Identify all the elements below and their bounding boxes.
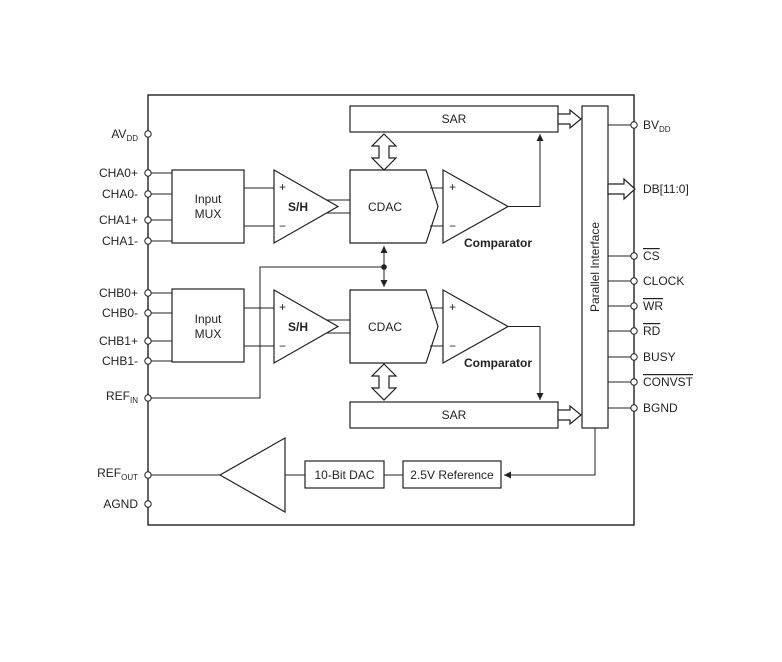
comp-a-plus: + <box>449 180 456 194</box>
input-mux-b: Input MUX <box>171 288 245 363</box>
parallel-interface-label: Parallel Interface <box>588 222 602 312</box>
pin-cs-label: CS <box>643 249 660 263</box>
pin-bvdd-label: BVDD <box>643 118 671 134</box>
pin-busy-label: BUSY <box>643 350 676 364</box>
pin-cha1m <box>144 237 152 245</box>
pin-chb1p <box>144 337 152 345</box>
mux-b-label-line2: MUX <box>195 327 222 341</box>
sh-b-minus: − <box>279 339 286 353</box>
pin-busy <box>630 353 638 361</box>
mux-b-label-line1: Input <box>195 312 222 326</box>
pin-chb1p-label: CHB1+ <box>99 334 138 348</box>
sh-b-label: S/H <box>288 320 308 334</box>
pin-cha1m-label: CHA1- <box>102 234 138 248</box>
cdac-b-label: CDAC <box>368 320 402 334</box>
pin-agnd-label: AGND <box>103 497 138 511</box>
wires <box>148 124 634 479</box>
pin-chb0p <box>144 289 152 297</box>
pin-bgnd-label: BGND <box>643 401 678 415</box>
comp-b-plus: + <box>449 300 456 314</box>
pin-cha0p-label: CHA0+ <box>99 166 138 180</box>
pin-refout-label: REFOUT <box>97 466 138 482</box>
pin-cs <box>630 252 638 260</box>
sar-top-block: SAR <box>349 105 559 133</box>
pin-refin <box>144 394 152 402</box>
right-pins: BVDD DB[11:0] CS CLOCK WR RD BUSY CONVST… <box>630 118 694 415</box>
pin-clock-label: CLOCK <box>643 274 684 288</box>
parallel-interface-block: Parallel Interface <box>581 105 609 429</box>
pin-chb0p-label: CHB0+ <box>99 286 138 300</box>
pin-cha1p <box>144 216 152 224</box>
cdac-a-label: CDAC <box>368 200 402 214</box>
pin-clock <box>630 277 638 285</box>
pin-agnd <box>144 500 152 508</box>
pin-refout <box>144 471 152 479</box>
sh-a-label: S/H <box>288 200 308 214</box>
pin-bgnd <box>630 404 638 412</box>
pin-refin-label: REFIN <box>106 389 138 405</box>
pin-chb1m <box>144 357 152 365</box>
pin-db-label: DB[11:0] <box>643 182 689 196</box>
sh-b-plus: + <box>279 300 286 314</box>
reference-label: 2.5V Reference <box>410 468 494 482</box>
pin-chb1m-label: CHB1- <box>102 354 138 368</box>
pin-rd <box>630 327 638 335</box>
pin-bvdd <box>630 121 638 129</box>
pin-wr-label: WR <box>643 299 663 313</box>
pin-cha0m-label: CHA0- <box>102 187 138 201</box>
mux-a-label-line2: MUX <box>195 207 222 221</box>
comparator-a-label: Comparator <box>464 236 532 250</box>
pin-cha1p-label: CHA1+ <box>99 213 138 227</box>
sample-hold-a: + − S/H <box>273 168 340 245</box>
sh-a-minus: − <box>279 219 286 233</box>
pin-cha0p <box>144 169 152 177</box>
dac-10bit-block: 10-Bit DAC <box>304 460 385 489</box>
input-mux-a: Input MUX <box>171 169 245 244</box>
comp-b-minus: − <box>449 339 456 353</box>
pin-chb0m <box>144 309 152 317</box>
pin-convst-label: CONVST <box>643 375 694 389</box>
sar-bottom-block: SAR <box>349 401 559 429</box>
pin-wr <box>630 302 638 310</box>
pin-avdd <box>144 130 152 138</box>
left-pins: AVDD CHA0+ CHA0- CHA1+ CHA1- CHB0+ CHB0-… <box>97 127 152 511</box>
bus-arrow-sar-top <box>557 108 582 130</box>
sample-hold-b: + − S/H <box>273 288 340 365</box>
pin-cha0m <box>144 190 152 198</box>
sh-a-plus: + <box>279 180 286 194</box>
pin-rd-label: RD <box>643 324 661 338</box>
comparator-b-label: Comparator <box>464 356 532 370</box>
bus-arrow-sar-cdac-bottom <box>370 363 398 401</box>
cdac-b: CDAC <box>349 289 439 364</box>
comparator-b: + − <box>442 288 510 365</box>
dac-label: 10-Bit DAC <box>314 468 374 482</box>
bus-arrow-db <box>607 177 636 201</box>
comp-a-minus: − <box>449 219 456 233</box>
pin-chb0m-label: CHB0- <box>102 306 138 320</box>
sar-bottom-label: SAR <box>442 408 467 422</box>
mux-a-label-line1: Input <box>195 192 222 206</box>
comparator-a: + − <box>442 168 510 245</box>
reference-2v5-block: 2.5V Reference <box>402 460 502 489</box>
sar-top-label: SAR <box>442 112 467 126</box>
bus-arrow-sar-bottom <box>557 404 582 426</box>
pin-avdd-label: AVDD <box>111 127 138 143</box>
pin-convst <box>630 378 638 386</box>
cdac-a: CDAC <box>349 169 439 244</box>
